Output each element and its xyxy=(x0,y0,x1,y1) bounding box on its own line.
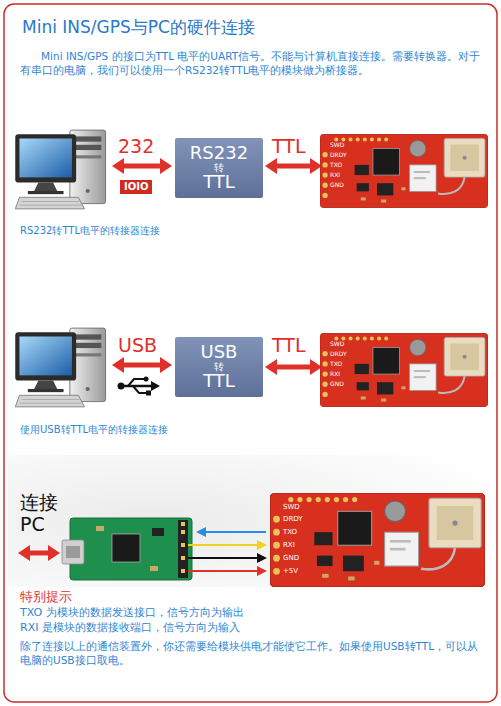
box-text: TTL xyxy=(203,372,235,391)
pin-label: GND xyxy=(330,381,344,387)
page-title: Mini INS/GPS与PC的硬件连接 xyxy=(22,16,255,38)
serial-port-icon: IOIO xyxy=(120,180,152,194)
pin-label: SWD xyxy=(283,504,300,511)
pin-label: RXI xyxy=(330,371,340,377)
notice-line: TXO 为模块的数据发送接口，信号方向为输出 xyxy=(20,606,244,620)
box-text: 转 xyxy=(214,362,224,373)
pin-label: SWD xyxy=(330,341,344,347)
box-text: TTL xyxy=(203,173,235,192)
connect-pc-label: 连接 PC xyxy=(20,492,68,536)
pin-label: RXI xyxy=(283,542,295,549)
converter-box: RS232转TTL xyxy=(175,138,263,198)
link-label: TTL xyxy=(272,333,305,358)
link-label: USB xyxy=(118,333,157,358)
figure-caption: RS232转TTL电平的转接器连接 xyxy=(20,224,160,237)
link-label: 232 xyxy=(118,134,154,159)
figure-caption: 使用USB转TTL电平的转接器连接 xyxy=(20,423,168,436)
notice-heading: 特别提示 xyxy=(20,589,72,606)
box-text: RS232 xyxy=(190,144,248,163)
pin-label: +5V xyxy=(283,568,298,575)
pin-label: TXO xyxy=(283,529,297,536)
pin-label: GND xyxy=(330,182,344,188)
notice-paragraph: 除了连接以上的通信装置外，你还需要给模块供电才能使它工作。如果使用USB转TTL… xyxy=(20,639,482,667)
pin-label: DRDY xyxy=(283,516,303,523)
pin-label: RXI xyxy=(330,172,340,178)
converter-box: USB转TTL xyxy=(175,337,263,397)
pin-label: DRDY xyxy=(330,152,347,158)
pin-label: TXO xyxy=(330,162,342,168)
pin-label: DRDY xyxy=(330,351,347,357)
intro-paragraph: Mini INS/GPS 的接口为TTL 电平的UART信号。不能与计算机直接连… xyxy=(20,50,482,77)
pin-label: SWD xyxy=(330,142,344,148)
link-label: TTL xyxy=(272,134,305,159)
box-text: USB xyxy=(201,343,238,362)
box-text: 转 xyxy=(214,163,224,174)
pin-label: TXO xyxy=(330,361,342,367)
pin-label: GND xyxy=(283,555,299,562)
notice-line: RXI 是模块的数据接收端口，信号方向为输入 xyxy=(20,621,240,635)
